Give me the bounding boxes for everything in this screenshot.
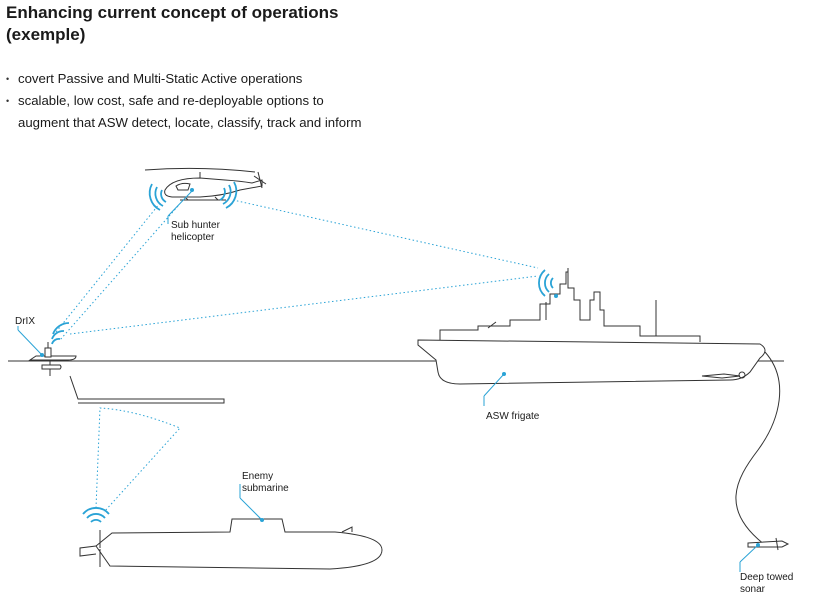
drix-towed-array (69, 375, 225, 404)
label-submarine: Enemy submarine (242, 471, 289, 494)
bullet-list: covert Passive and Multi-Static Active o… (6, 68, 476, 134)
frigate-icon (417, 268, 766, 406)
helicopter-marker (190, 188, 194, 192)
bullet-text-3: augment that ASW detect, locate, classif… (18, 115, 362, 130)
link-helicopter-drix-2 (59, 205, 179, 341)
bullet-text-2: scalable, low cost, safe and re-deployab… (18, 93, 324, 108)
submarine-icon (79, 484, 383, 570)
label-helicopter-line-1: Sub hunter (171, 220, 221, 231)
helicopter-icon (144, 167, 267, 224)
bullet-item: scalable, low cost, safe and re-deployab… (6, 90, 476, 134)
tow-cable (735, 351, 781, 546)
signal-waves-icon (82, 507, 110, 523)
title-line-2: (exemple) (6, 25, 86, 44)
signal-waves-icon (538, 269, 554, 297)
title-line-1: Enhancing current concept of operations (6, 3, 339, 22)
label-sonar-line-2: sonar (740, 584, 766, 595)
link-helicopter-drix (55, 202, 161, 333)
bullet-item: covert Passive and Multi-Static Active o… (6, 68, 476, 90)
label-helicopter: Sub hunter helicopter (171, 220, 223, 243)
communication-links (55, 199, 539, 513)
label-sonar: Deep towed sonar (740, 572, 796, 595)
label-submarine-line-1: Enemy (242, 471, 273, 482)
label-frigate: ASW frigate (486, 411, 540, 422)
page-title: Enhancing current concept of operations … (6, 2, 426, 46)
label-drix: DrIX (15, 316, 35, 327)
bullet-text-1: covert Passive and Multi-Static Active o… (18, 71, 303, 86)
link-drix-frigate (69, 275, 539, 335)
link-helicopter-frigate (232, 199, 539, 269)
label-drix-line-1: DrIX (15, 316, 35, 327)
label-sonar-line-1: Deep towed (740, 572, 793, 583)
sonar-beam-outline (95, 407, 181, 513)
label-helicopter-line-2: helicopter (171, 232, 215, 243)
label-submarine-line-2: submarine (242, 483, 289, 494)
towed-sonar-icon (739, 537, 790, 572)
label-frigate-line-1: ASW frigate (486, 411, 540, 422)
drone-boat-icon (17, 322, 77, 376)
signal-waves-icon (148, 181, 238, 211)
